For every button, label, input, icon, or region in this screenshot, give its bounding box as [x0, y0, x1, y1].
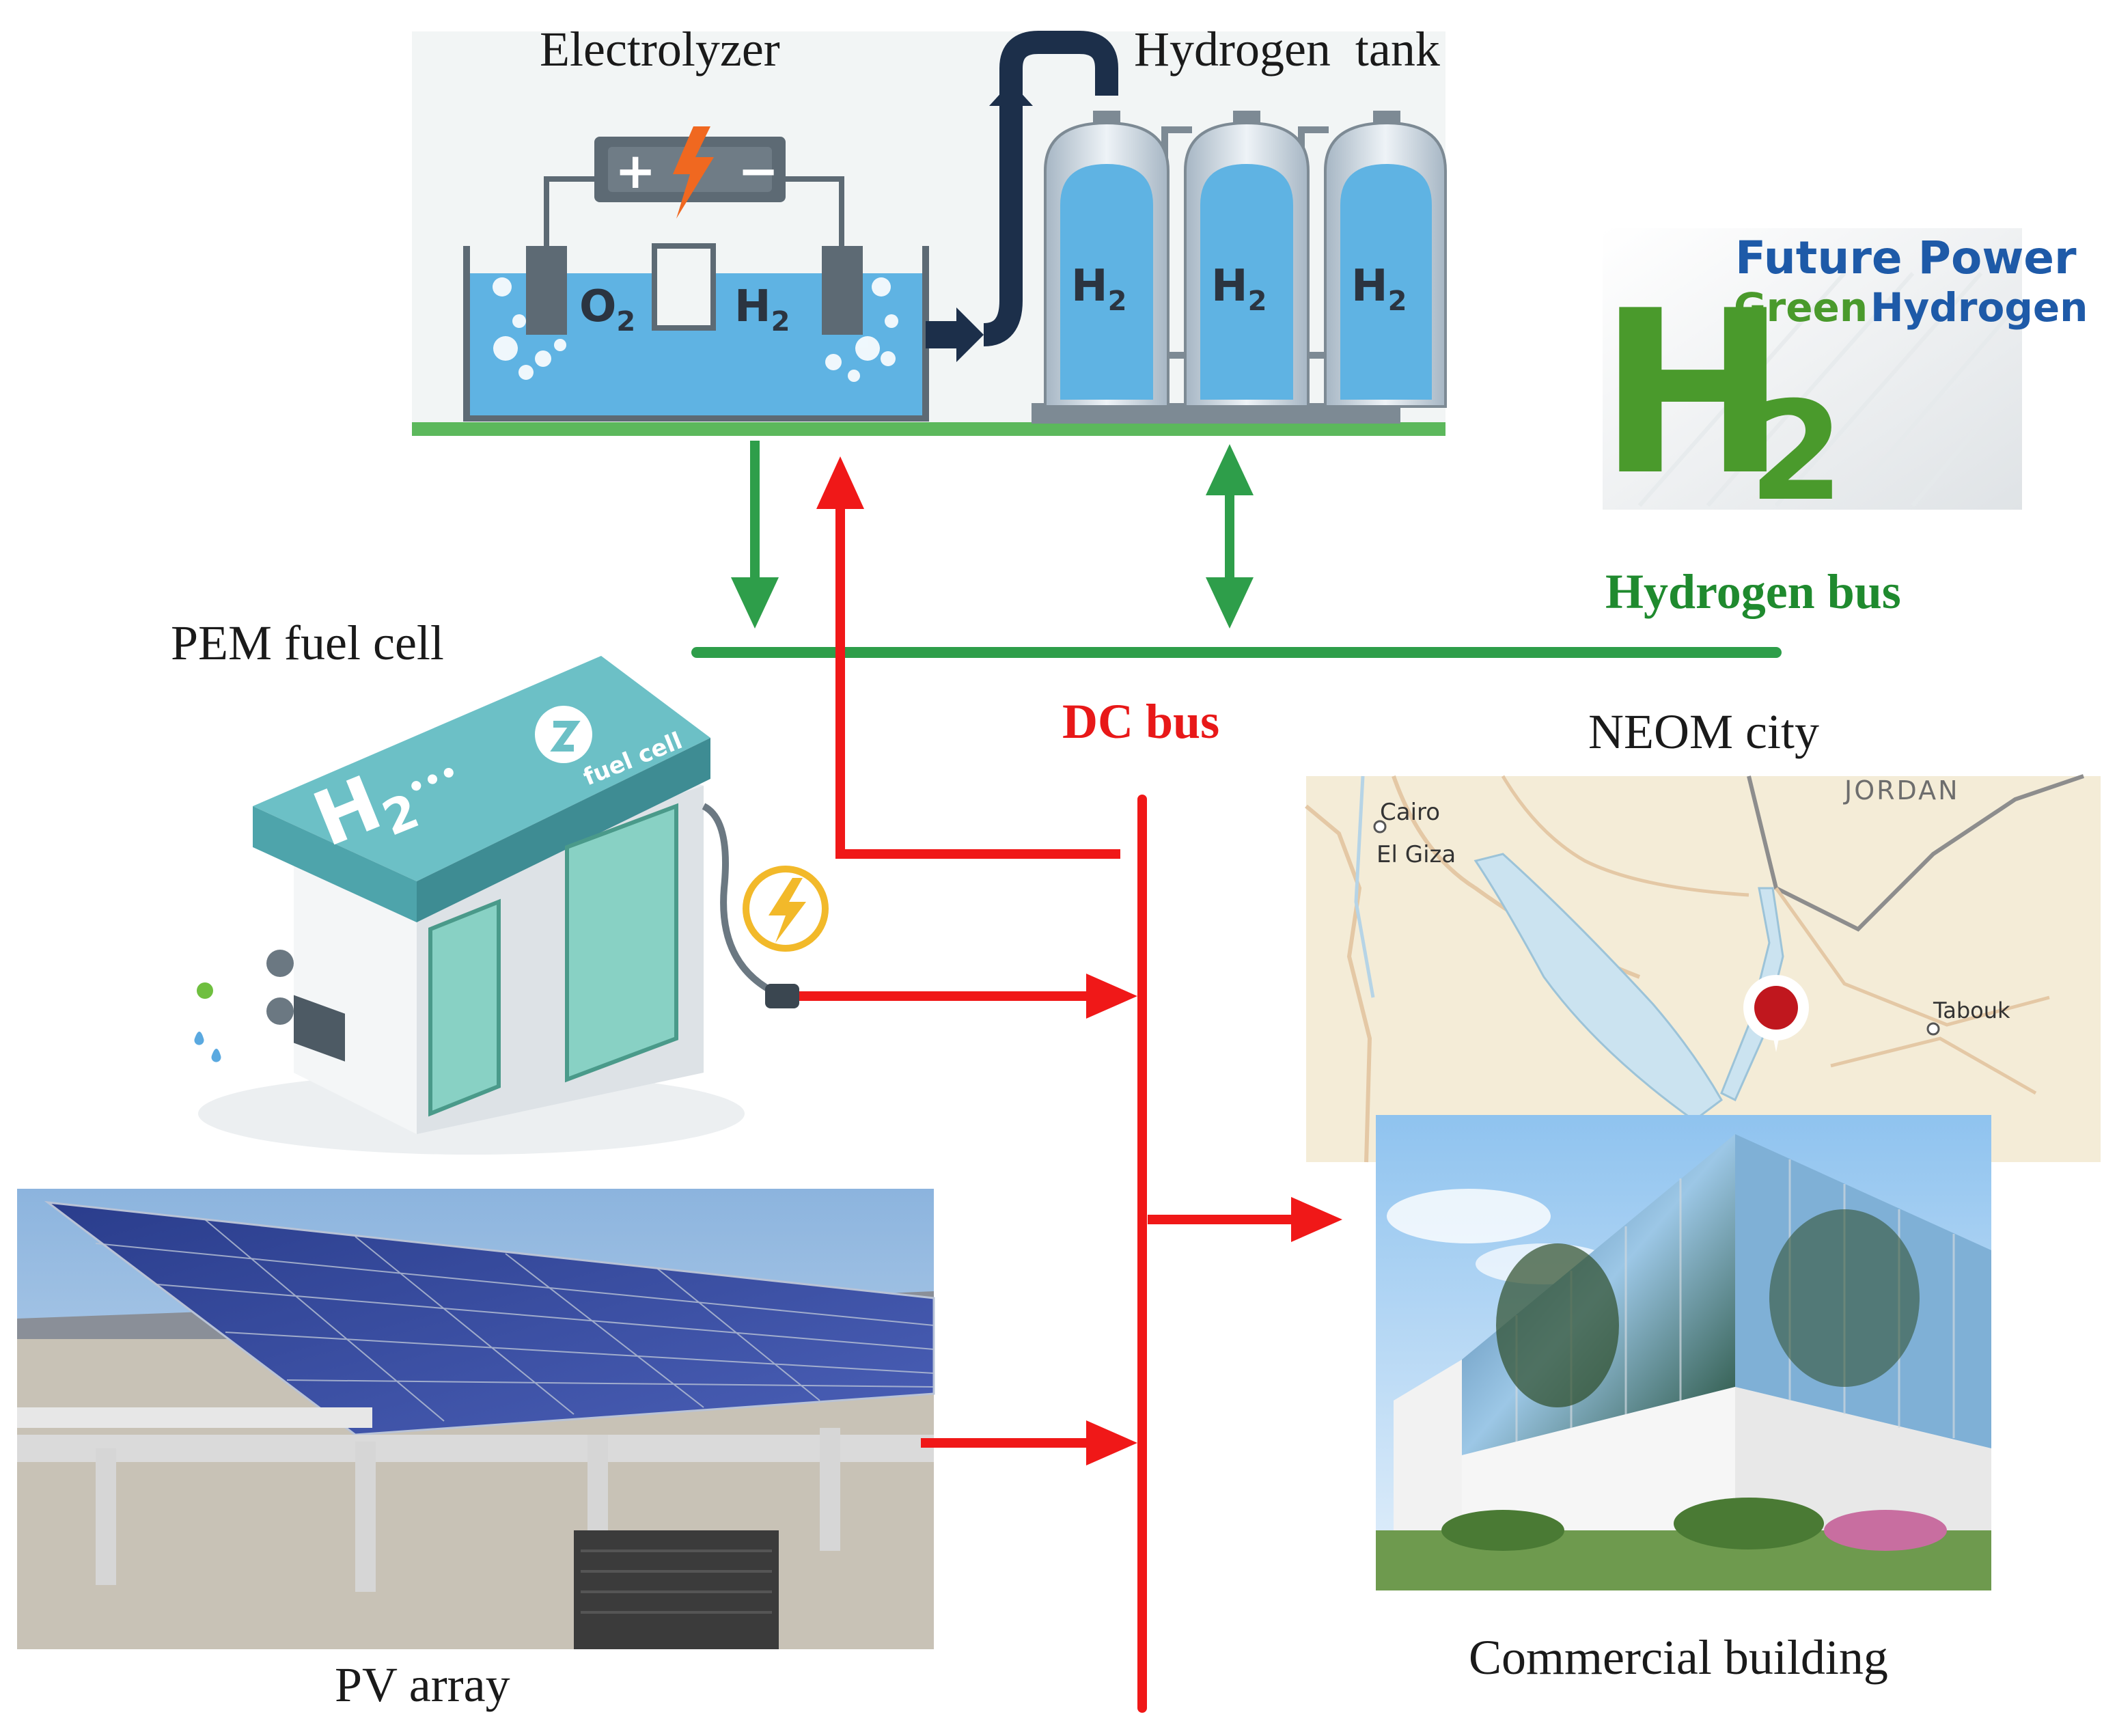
electrolyzer-label: Electrolyzer — [540, 22, 780, 77]
logo-big-sub: 2 — [1749, 372, 1844, 532]
map-label-cairo: Cairo — [1380, 799, 1440, 826]
hydrogen-bus-label: Hydrogen bus — [1605, 564, 1901, 619]
fuel-cell-to-dc-bus-arrow — [799, 974, 1137, 1019]
dc-bus-to-electrolyzer-arrow — [816, 456, 1120, 859]
dc-bus-to-building-arrow — [1148, 1197, 1342, 1242]
electrolyzer-tank-illustration: + − O2 H2 — [412, 31, 1447, 436]
hydrogen-pipe-arrow-icon — [926, 31, 1118, 362]
lightning-bolt-icon — [743, 866, 829, 952]
map-location-pin-icon — [1743, 970, 1809, 1052]
electrolyzer-to-bus-arrow — [731, 441, 779, 629]
green-hydrogen-logo: H 2 Future Power Green Hydrogen — [1599, 228, 2088, 532]
dc-bus-label: DC bus — [1062, 694, 1220, 749]
logo-line-green: Green — [1734, 284, 1868, 331]
svg-text:H2: H2 — [1211, 261, 1267, 317]
tank1-h2-label: H — [1071, 261, 1108, 312]
battery-plus-sign: + — [615, 142, 656, 199]
svg-text:H2: H2 — [734, 281, 790, 337]
commercial-building-label: Commercial building — [1469, 1630, 1888, 1685]
hydrogen-tank-cylinders — [1032, 111, 1447, 424]
neom-city-label: NEOM city — [1588, 704, 1819, 759]
pem-fuel-cell-label: PEM fuel cell — [171, 616, 444, 670]
svg-text:H2: H2 — [1351, 261, 1407, 317]
tank3-h2-label: H — [1351, 261, 1388, 312]
pem-fuel-cell-illustration — [194, 656, 799, 1155]
battery-minus-sign: − — [738, 142, 779, 199]
tank3-h2-subscript: 2 — [1388, 286, 1407, 317]
logo-big-h: H — [1599, 262, 1787, 525]
map-label-tabouk: Tabouk — [1933, 997, 2010, 1023]
svg-text:H2: H2 — [1071, 261, 1126, 317]
tank2-h2-subscript: 2 — [1248, 286, 1267, 317]
logo-line-hydrogen: Hydrogen — [1870, 284, 2088, 331]
fuel-cell-logo-icon — [535, 706, 592, 763]
tank-bus-bidirectional-arrow — [1206, 444, 1254, 629]
tank1-h2-subscript: 2 — [1108, 286, 1127, 317]
h2-electrode-label: H — [734, 281, 771, 332]
tank2-h2-label: H — [1211, 261, 1248, 312]
logo-line-future-power: Future Power — [1735, 232, 2077, 284]
map-label-el-giza: El Giza — [1376, 841, 1456, 868]
hydrogen-tank-label: Hydrogen tank — [1134, 22, 1440, 77]
battery-icon — [594, 126, 786, 219]
neom-map — [1305, 774, 2101, 1163]
map-label-jordan: JORDAN — [1843, 775, 1960, 805]
commercial-building-photo — [1376, 1115, 1991, 1590]
pv-array-photo — [17, 1189, 935, 1649]
h2-electrode-subscript: 2 — [771, 306, 790, 337]
o2-subscript: 2 — [616, 306, 635, 337]
o2-label: O — [579, 281, 616, 332]
pv-array-label: PV array — [335, 1657, 510, 1712]
pv-to-dc-bus-arrow — [921, 1420, 1137, 1465]
svg-text:O2: O2 — [579, 281, 635, 337]
